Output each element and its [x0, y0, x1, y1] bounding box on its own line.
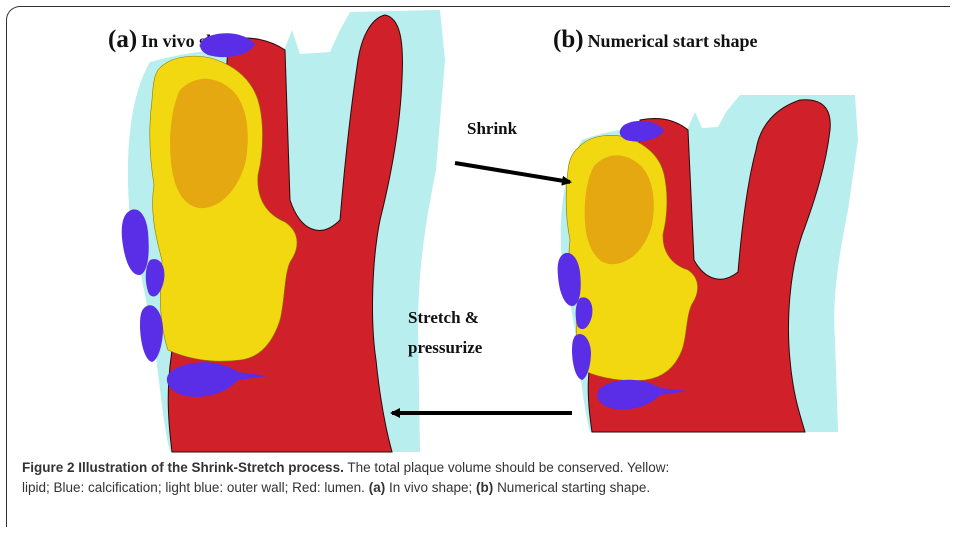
caption-b-label: (b): [476, 480, 493, 495]
caption-text1: The total plaque volume should be conser…: [347, 460, 669, 475]
shrink-arrow: [455, 163, 570, 182]
figure-caption: Figure 2 Illustration of the Shrink-Stre…: [22, 458, 922, 498]
caption-a-text: In vivo shape;: [389, 480, 472, 495]
stretch-label-line1: Stretch &: [408, 303, 482, 333]
caption-figure-label: Figure 2: [22, 460, 75, 475]
caption-title: Illustration of the Shrink-Stretch proce…: [78, 460, 344, 475]
caption-text2: lipid; Blue: calcification; light blue: …: [22, 480, 365, 495]
panel-a-calcification-left1: [122, 209, 149, 275]
caption-b-text: Numerical starting shape.: [497, 480, 650, 495]
caption-a-label: (a): [369, 480, 386, 495]
stretch-label: Stretch & pressurize: [408, 303, 482, 363]
stretch-label-line2: pressurize: [408, 333, 482, 363]
panel-a-illustration: [122, 10, 445, 452]
shrink-label: Shrink: [467, 114, 517, 144]
panel-b-illustration: [558, 95, 858, 432]
